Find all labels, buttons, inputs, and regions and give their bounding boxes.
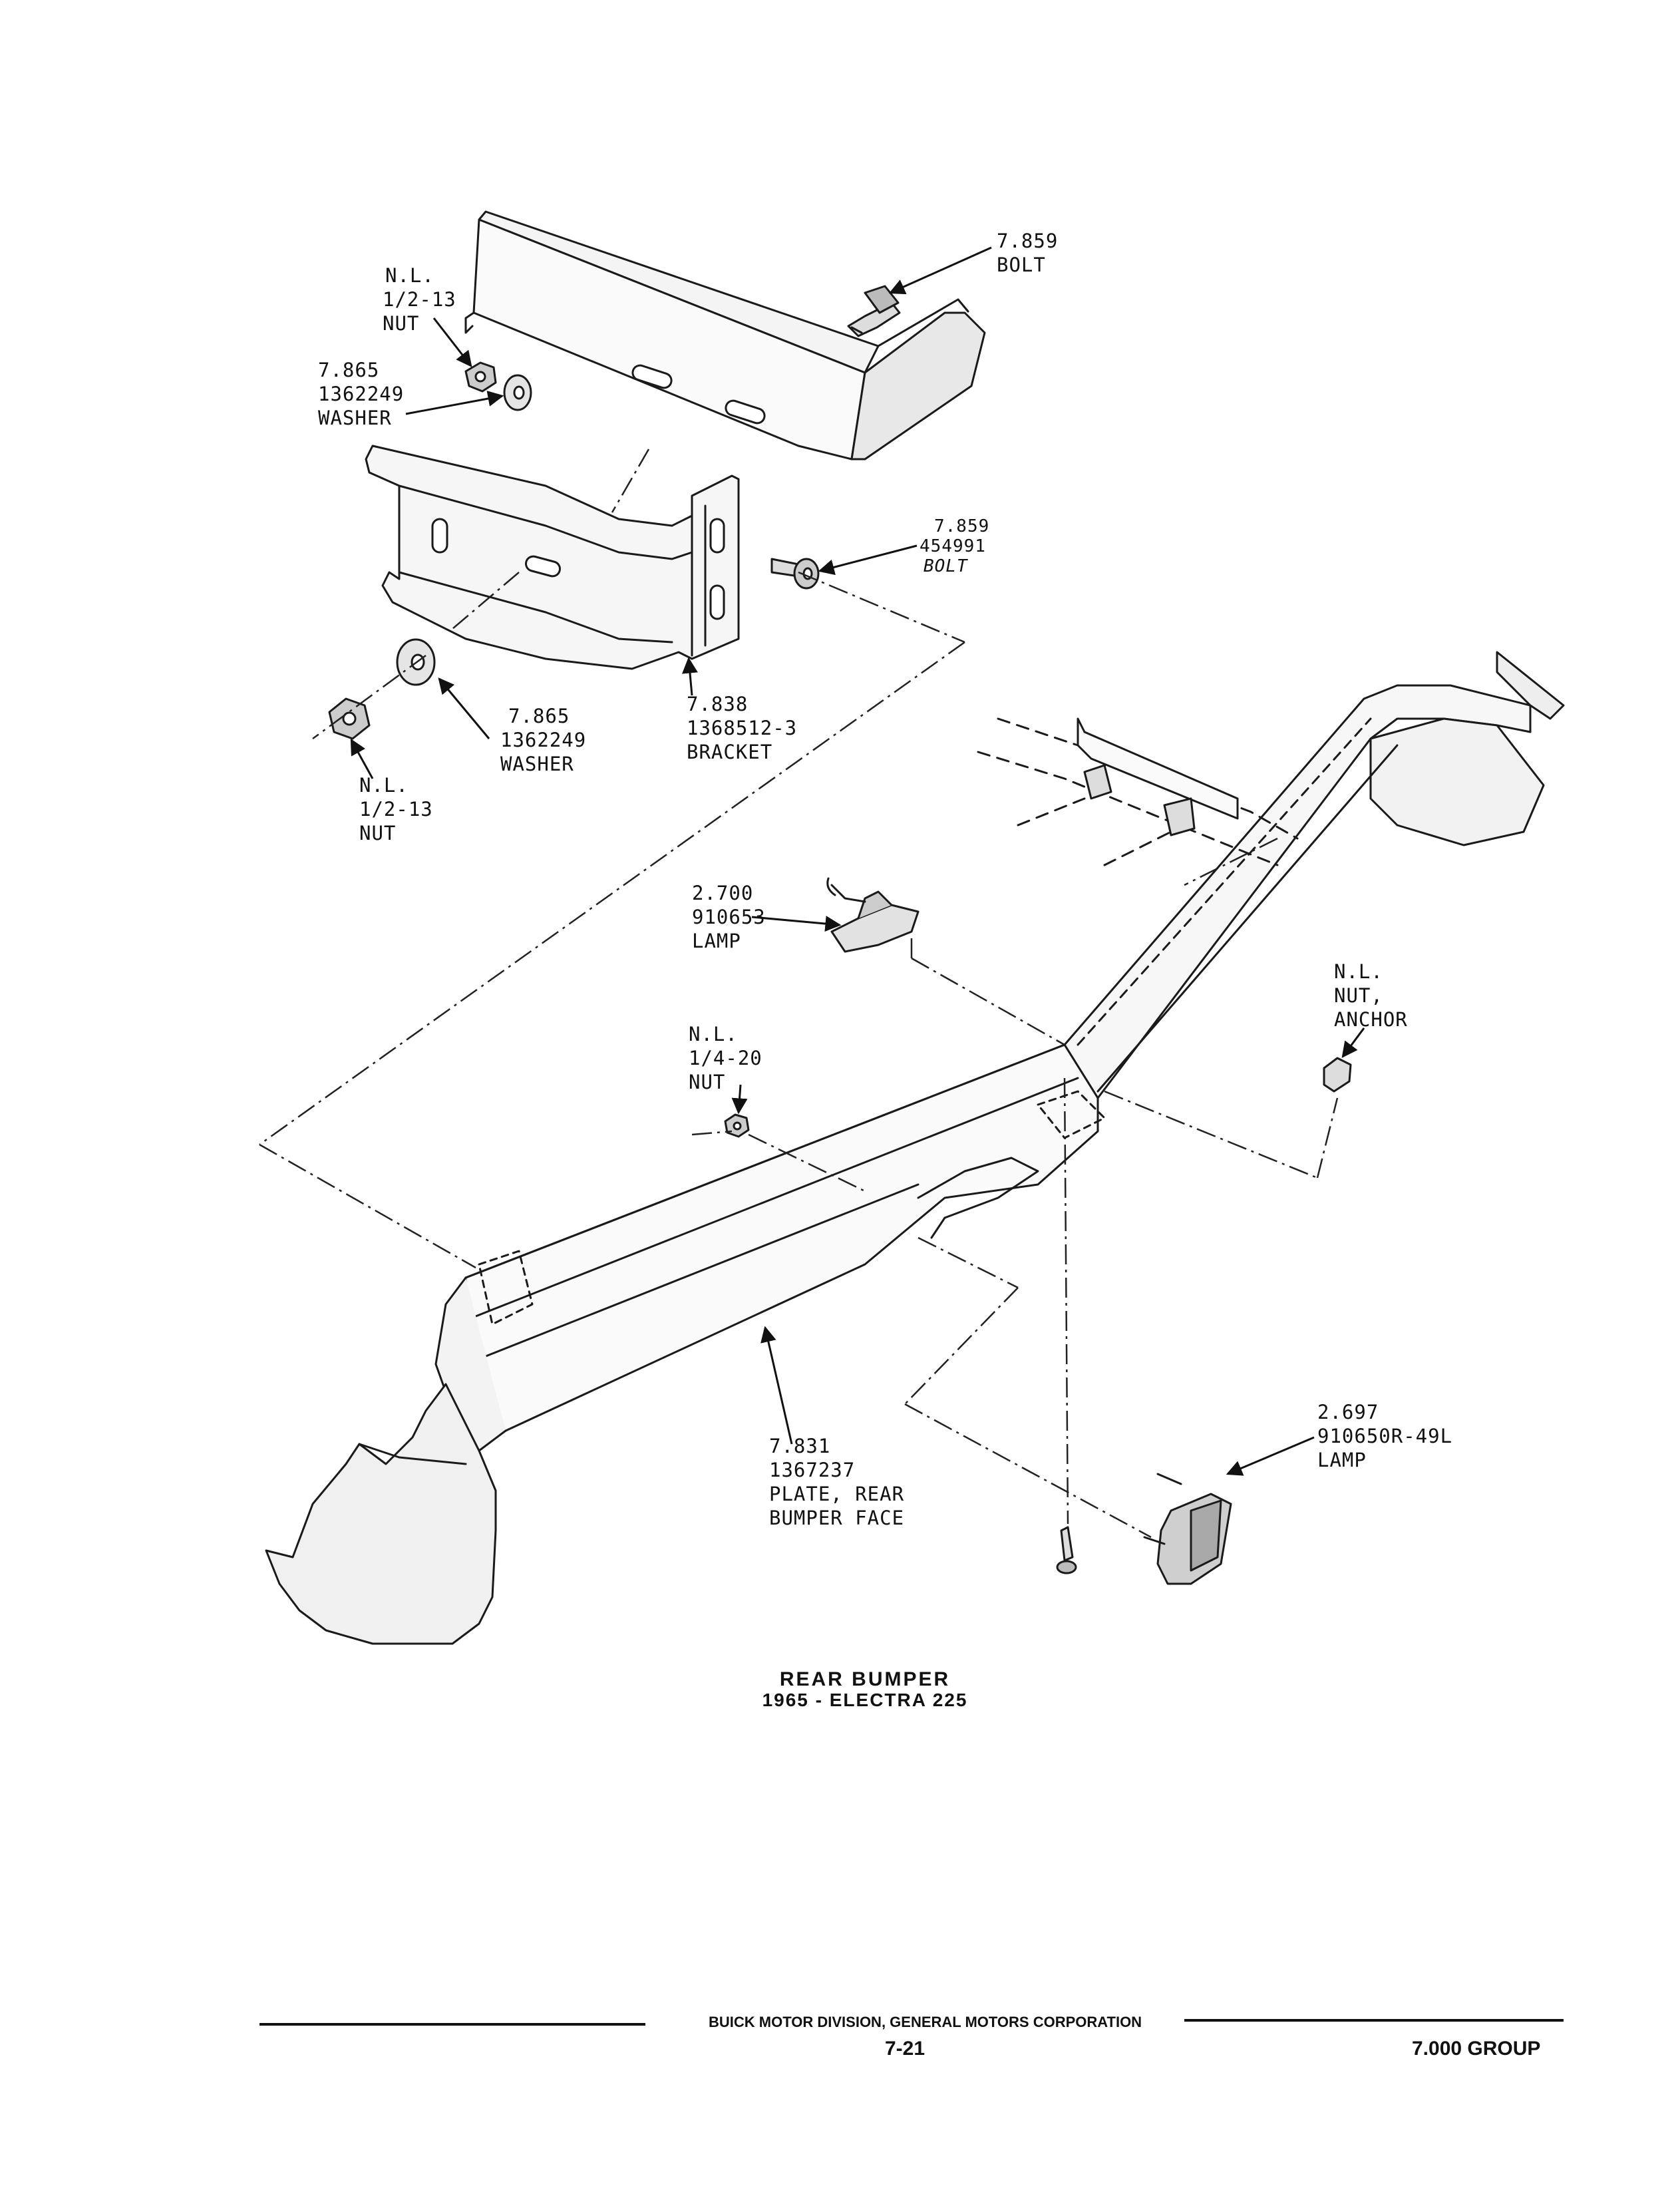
callout-line: LAMP bbox=[692, 930, 741, 952]
callout-plate: 7.831 1367237 PLATE, REAR BUMPER FACE bbox=[769, 1434, 904, 1530]
callout-line: 1367237 bbox=[769, 1459, 856, 1481]
callout-line: 2.700 bbox=[692, 882, 754, 904]
callout-nut-left: N.L. 1/2-13 NUT bbox=[359, 773, 433, 845]
callout-line: NUT bbox=[689, 1071, 726, 1093]
callout-washer-top: 7.865 1362249 WASHER bbox=[318, 358, 404, 430]
rear-bumper-part bbox=[265, 651, 1565, 1645]
callout-line: 1/2-13 bbox=[383, 288, 456, 311]
footer-rule-left bbox=[259, 2023, 645, 2026]
callout-line: PLATE, REAR bbox=[769, 1483, 905, 1505]
callout-lamp-right: 2.697 910650R-49L LAMP bbox=[1317, 1400, 1452, 1472]
callout-line: 7.838 bbox=[687, 693, 749, 715]
bolt-mid-shape bbox=[770, 558, 820, 590]
callout-washer-mid: 7.865 1362249 WASHER bbox=[500, 704, 586, 776]
callout-line: N.L. bbox=[1334, 960, 1383, 983]
callout-line: 1368512-3 bbox=[687, 717, 798, 739]
callout-line: N.L. bbox=[385, 264, 434, 287]
callout-lamp-center: 2.700 910653 LAMP bbox=[692, 881, 766, 953]
callout-line: 2.697 bbox=[1317, 1401, 1379, 1423]
callout-line: 7.865 bbox=[508, 705, 570, 727]
bracket-part bbox=[365, 445, 740, 670]
footer-page-number: 7-21 bbox=[885, 2038, 925, 2060]
figure-caption: REAR BUMPER 1965 - ELECTRA 225 bbox=[732, 1669, 998, 1710]
callout-line: 1/4-20 bbox=[689, 1047, 762, 1069]
callout-line: BOLT bbox=[924, 556, 968, 576]
callout-bolt-mid: 7.859 454991 BOLT bbox=[920, 516, 989, 576]
nut-anchor-shape bbox=[1323, 1057, 1352, 1093]
nut-left-shape bbox=[328, 697, 371, 740]
caption-title: REAR BUMPER bbox=[779, 1668, 951, 1690]
footer-rule-right bbox=[1184, 2019, 1564, 2022]
nut-small-shape bbox=[724, 1113, 750, 1138]
callout-nut-anchor: N.L. NUT, ANCHOR bbox=[1334, 960, 1408, 1031]
callout-line: WASHER bbox=[500, 753, 574, 775]
washer-top-shape bbox=[503, 374, 532, 411]
callout-nut-top: N.L. 1/2-13 NUT bbox=[383, 264, 456, 335]
nut-top-shape bbox=[464, 361, 497, 393]
lamp-center-shape bbox=[826, 877, 920, 953]
callout-line: N.L. bbox=[359, 774, 409, 797]
callout-line: NUT bbox=[383, 312, 420, 335]
callout-line: WASHER bbox=[318, 407, 392, 429]
callout-line: 7.865 bbox=[318, 359, 380, 381]
callout-nut-small: N.L. 1/4-20 NUT bbox=[689, 1022, 762, 1094]
bumper-bar-end-part bbox=[464, 210, 986, 460]
caption-subtitle: 1965 - ELECTRA 225 bbox=[762, 1690, 968, 1710]
callout-line: 1362249 bbox=[318, 383, 405, 405]
callout-bolt-top: 7.859 BOLT bbox=[997, 229, 1058, 277]
callout-line: 910653 bbox=[692, 906, 766, 928]
callout-line: N.L. bbox=[689, 1023, 738, 1045]
bolt-top-shape bbox=[847, 285, 901, 337]
callout-line: 454991 bbox=[920, 536, 986, 556]
callout-bracket: 7.838 1368512-3 BRACKET bbox=[687, 692, 797, 764]
lamp-right-shape bbox=[1143, 1473, 1232, 1585]
callout-line: 7.831 bbox=[769, 1435, 831, 1457]
callout-line: BUMPER FACE bbox=[769, 1507, 905, 1529]
callout-line: NUT, bbox=[1334, 984, 1383, 1007]
callout-line: BRACKET bbox=[687, 741, 773, 763]
callout-line: 1/2-13 bbox=[359, 798, 433, 821]
footer-publisher: BUICK MOTOR DIVISION, GENERAL MOTORS COR… bbox=[709, 2014, 1142, 2030]
callout-line: 7.859 bbox=[997, 230, 1059, 252]
callout-line: NUT bbox=[359, 822, 397, 844]
callout-line: LAMP bbox=[1317, 1449, 1367, 1471]
callout-line: BOLT bbox=[997, 254, 1046, 276]
footer-group: 7.000 GROUP bbox=[1412, 2038, 1541, 2060]
screw-shape bbox=[1056, 1526, 1077, 1574]
callout-line: 910650R-49L bbox=[1317, 1425, 1453, 1447]
callout-line: 1362249 bbox=[500, 729, 587, 751]
callout-line: 7.859 bbox=[934, 516, 990, 536]
callout-line: ANCHOR bbox=[1334, 1008, 1408, 1031]
